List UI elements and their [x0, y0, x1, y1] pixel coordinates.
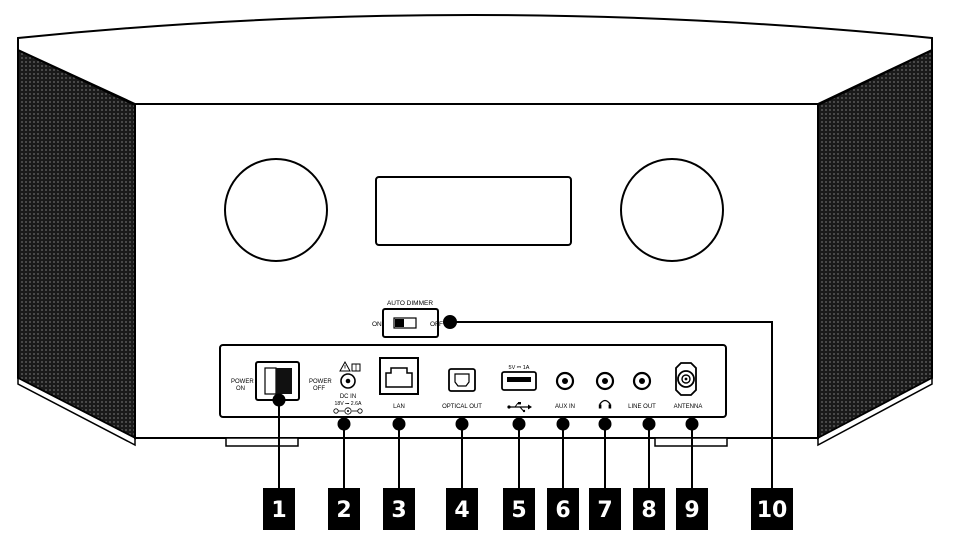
manual-icon — [351, 363, 361, 372]
svg-text:3: 3 — [391, 498, 406, 523]
callout-9: 9 — [676, 488, 708, 530]
usb-icon — [507, 402, 532, 413]
dc-in-rating: 18V ⎓ 2.6A — [335, 401, 362, 407]
svg-text:10: 10 — [757, 498, 788, 523]
headphones-icon — [598, 399, 612, 409]
auto-dimmer-switch[interactable] — [393, 317, 417, 329]
dc-in-group: DC IN 18V ⎓ 2.6A — [333, 360, 363, 415]
callout-7: 7 — [589, 488, 621, 530]
usb-group: 5V ⎓ 1A — [501, 365, 537, 413]
power-off-label-line2: OFF — [313, 386, 325, 392]
left-bass-port — [224, 158, 328, 262]
callout-10: 10 — [751, 488, 793, 530]
dc-polarity-icon — [333, 407, 363, 415]
callout-5: 5 — [503, 488, 535, 530]
usb-rating-label: 5V ⎓ 1A — [509, 365, 530, 371]
callout-4: 4 — [446, 488, 478, 530]
callout-3: 3 — [383, 488, 415, 530]
svg-text:2: 2 — [336, 498, 351, 523]
right-bass-port — [620, 158, 724, 262]
optical-out-label: OPTICAL OUT — [442, 404, 482, 410]
lan-label: LAN — [393, 404, 405, 410]
callout-6: 6 — [547, 488, 579, 530]
callout-numbers: 1 2 3 4 5 6 7 8 — [263, 488, 793, 530]
svg-text:4: 4 — [454, 498, 469, 523]
top-cover — [17, 14, 933, 105]
warning-icon — [339, 360, 351, 372]
auto-dimmer-label: AUTO DIMMER — [387, 300, 433, 307]
aux-in-group: AUX IN — [555, 371, 575, 410]
callout-1: 1 — [263, 488, 295, 530]
svg-text:7: 7 — [597, 498, 612, 523]
auto-dimmer-on-label: ON — [372, 321, 382, 328]
auto-dimmer-switch-group: AUTO DIMMER ON OFF — [372, 300, 443, 338]
line-out-label: LINE OUT — [628, 404, 656, 410]
aux-in-label: AUX IN — [555, 404, 575, 410]
right-speaker-grille — [817, 48, 933, 447]
svg-text:5: 5 — [511, 498, 526, 523]
auto-dimmer-off-label: OFF — [430, 321, 443, 328]
antenna-group: ANTENNA — [674, 362, 703, 410]
callout-8: 8 — [633, 488, 665, 530]
svg-text:8: 8 — [641, 498, 656, 523]
lan-group: LAN — [379, 357, 419, 410]
svg-text:6: 6 — [555, 498, 570, 523]
left-foot — [225, 437, 299, 447]
optical-out-group: OPTICAL OUT — [442, 368, 482, 410]
line-out-group: LINE OUT — [628, 371, 656, 410]
svg-text:1: 1 — [271, 498, 286, 523]
power-off-label-line1: POWER — [309, 379, 332, 385]
callout-2: 2 — [328, 488, 360, 530]
power-switch-group: POWER ON POWER OFF — [231, 361, 332, 401]
headphones-group — [595, 371, 615, 409]
dc-in-label: DC IN — [340, 394, 356, 400]
callout-leader-lines — [272, 315, 773, 488]
svg-text:9: 9 — [684, 498, 699, 523]
center-opening — [375, 176, 572, 246]
power-on-label-line1: POWER — [231, 379, 254, 385]
left-speaker-grille — [17, 48, 136, 447]
antenna-label: ANTENNA — [674, 404, 703, 410]
power-on-label-line2: ON — [236, 386, 245, 392]
